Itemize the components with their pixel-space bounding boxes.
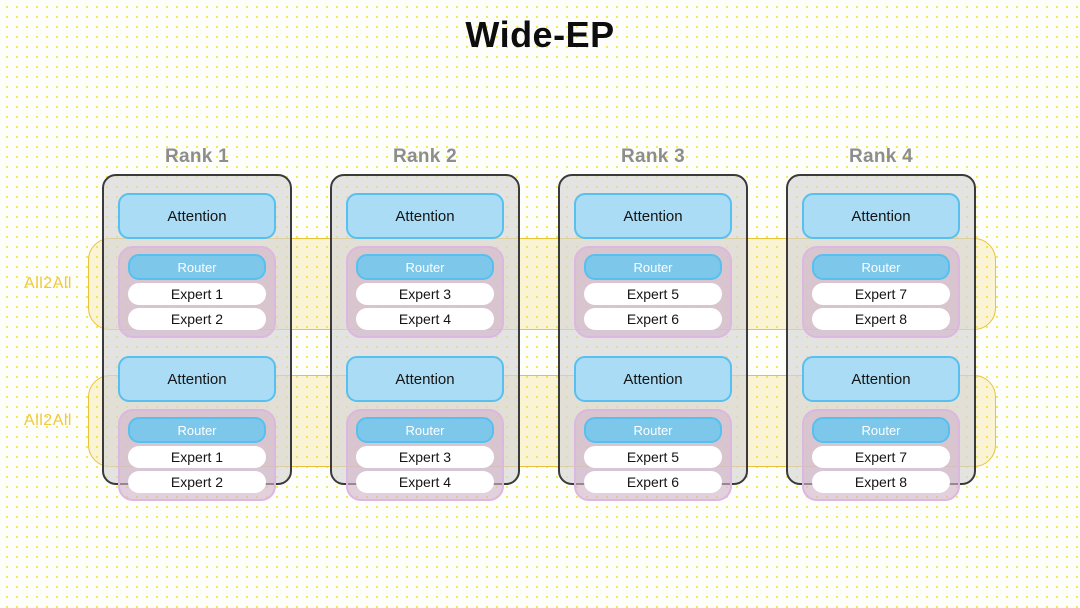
rank-title-3: Rank 3: [620, 146, 686, 167]
moe-block: Router Expert 1 Expert 2: [118, 246, 276, 338]
layer-1: Attention Router Expert 7 Expert 8: [802, 193, 960, 338]
layer-2: Attention Router Expert 5 Expert 6: [574, 356, 732, 501]
router-block: Router: [356, 254, 494, 280]
rank-container-2: Attention Router Expert 3 Expert 4 Atten…: [330, 174, 520, 501]
attention-block: Attention: [574, 193, 732, 239]
rank-title-2: Rank 2: [392, 146, 458, 167]
layer-2: Attention Router Expert 1 Expert 2: [118, 356, 276, 501]
moe-block: Router Expert 7 Expert 8: [802, 246, 960, 338]
rank-container-3: Attention Router Expert 5 Expert 6 Atten…: [558, 174, 748, 501]
attention-block: Attention: [118, 356, 276, 402]
rank-container-4: Attention Router Expert 7 Expert 8 Atten…: [786, 174, 976, 501]
rank-column-1: Rank 1 Attention Router Expert 1 Expert …: [102, 146, 292, 501]
moe-block: Router Expert 1 Expert 2: [118, 409, 276, 501]
all2all-label-layer-1: All2All: [24, 275, 72, 292]
router-block: Router: [812, 254, 950, 280]
moe-block: Router Expert 7 Expert 8: [802, 409, 960, 501]
expert-block: Expert 3: [356, 283, 494, 305]
moe-block: Router Expert 5 Expert 6: [574, 409, 732, 501]
router-block: Router: [812, 417, 950, 443]
expert-block: Expert 7: [812, 446, 950, 468]
expert-block: Expert 2: [128, 471, 266, 493]
expert-block: Expert 8: [812, 308, 950, 330]
moe-block: Router Expert 3 Expert 4: [346, 246, 504, 338]
expert-block: Expert 4: [356, 308, 494, 330]
expert-block: Expert 4: [356, 471, 494, 493]
attention-block: Attention: [802, 193, 960, 239]
all2all-label-layer-2: All2All: [24, 412, 72, 429]
layer-1: Attention Router Expert 5 Expert 6: [574, 193, 732, 338]
layer-2: Attention Router Expert 7 Expert 8: [802, 356, 960, 501]
router-block: Router: [584, 417, 722, 443]
moe-block: Router Expert 5 Expert 6: [574, 246, 732, 338]
attention-block: Attention: [802, 356, 960, 402]
rank-column-2: Rank 2 Attention Router Expert 3 Expert …: [330, 146, 520, 501]
rank-title-1: Rank 1: [164, 146, 230, 167]
layer-1: Attention Router Expert 1 Expert 2: [118, 193, 276, 338]
attention-block: Attention: [574, 356, 732, 402]
attention-block: Attention: [346, 356, 504, 402]
rank-title-4: Rank 4: [848, 146, 914, 167]
rank-column-3: Rank 3 Attention Router Expert 5 Expert …: [558, 146, 748, 501]
moe-block: Router Expert 3 Expert 4: [346, 409, 504, 501]
rank-column-4: Rank 4 Attention Router Expert 7 Expert …: [786, 146, 976, 501]
expert-block: Expert 5: [584, 446, 722, 468]
expert-block: Expert 3: [356, 446, 494, 468]
layer-1: Attention Router Expert 3 Expert 4: [346, 193, 504, 338]
expert-block: Expert 1: [128, 283, 266, 305]
expert-block: Expert 5: [584, 283, 722, 305]
expert-block: Expert 1: [128, 446, 266, 468]
expert-block: Expert 2: [128, 308, 266, 330]
expert-block: Expert 6: [584, 471, 722, 493]
expert-block: Expert 7: [812, 283, 950, 305]
router-block: Router: [128, 254, 266, 280]
router-block: Router: [356, 417, 494, 443]
page-title: Wide-EP: [465, 14, 615, 55]
layer-2: Attention Router Expert 3 Expert 4: [346, 356, 504, 501]
expert-block: Expert 8: [812, 471, 950, 493]
expert-block: Expert 6: [584, 308, 722, 330]
rank-container-1: Attention Router Expert 1 Expert 2 Atten…: [102, 174, 292, 501]
attention-block: Attention: [118, 193, 276, 239]
attention-block: Attention: [346, 193, 504, 239]
router-block: Router: [128, 417, 266, 443]
router-block: Router: [584, 254, 722, 280]
